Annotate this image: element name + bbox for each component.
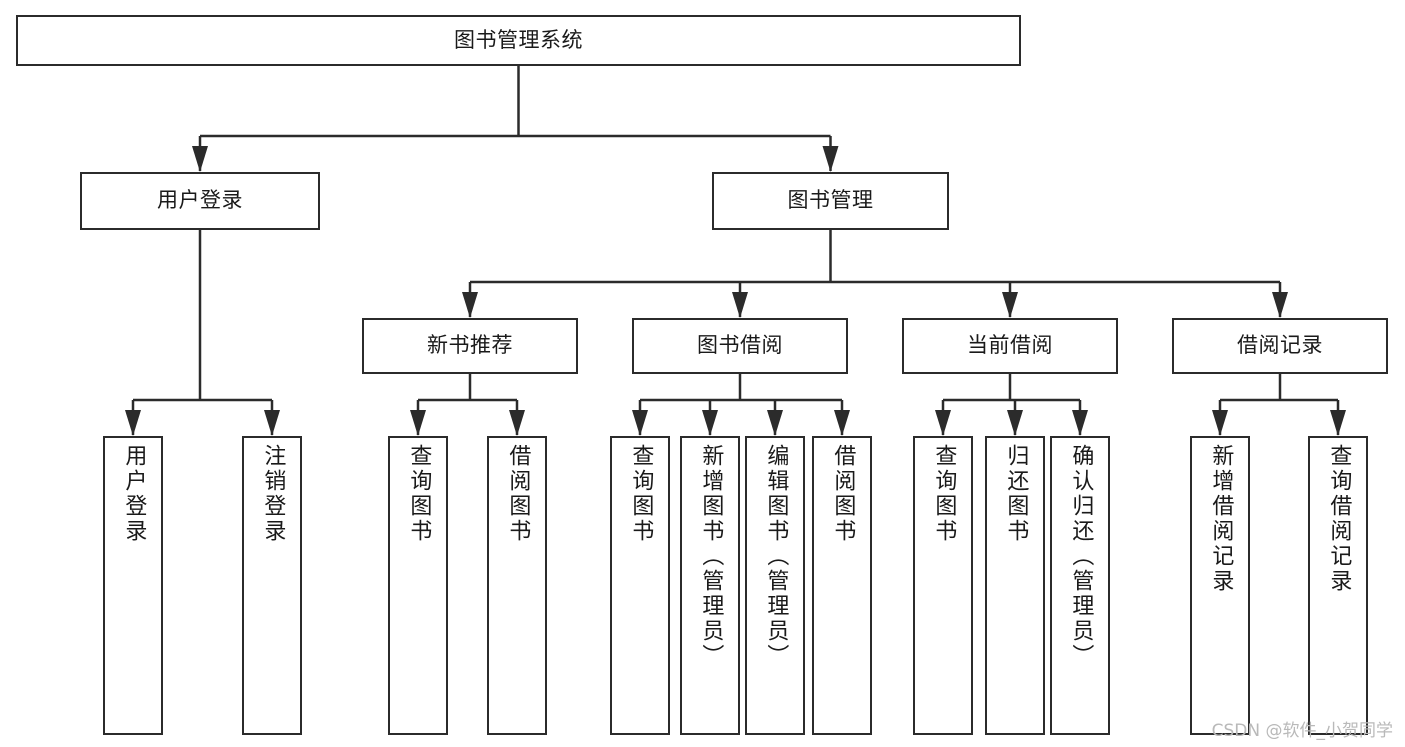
node-records[interactable]: 借阅记录 bbox=[1172, 318, 1388, 374]
node-bookmgmt[interactable]: 图书管理 bbox=[712, 172, 949, 230]
arrow-head-icon bbox=[702, 410, 718, 436]
arrow-head-icon bbox=[264, 410, 280, 436]
node-label: 新增借阅记录 bbox=[1208, 444, 1234, 594]
node-newbook[interactable]: 新书推荐 bbox=[362, 318, 578, 374]
node-label: 用户登录 bbox=[121, 444, 147, 544]
arrow-head-icon bbox=[1330, 410, 1346, 436]
node-l_b1[interactable]: 借阅图书 bbox=[487, 436, 547, 735]
arrow-head-icon bbox=[834, 410, 850, 436]
arrow-head-icon bbox=[1212, 410, 1228, 436]
node-l_q3[interactable]: 查询图书 bbox=[913, 436, 973, 735]
arrow-head-icon bbox=[410, 410, 426, 436]
node-label: 新增图书（管理员） bbox=[698, 444, 724, 669]
node-l_q2[interactable]: 查询图书 bbox=[610, 436, 670, 735]
node-l_q1[interactable]: 查询图书 bbox=[388, 436, 448, 735]
arrow-head-icon bbox=[125, 410, 141, 436]
node-l_b2[interactable]: 借阅图书 bbox=[812, 436, 872, 735]
arrow-head-icon bbox=[509, 410, 525, 436]
node-label: 查询图书 bbox=[406, 444, 432, 544]
node-l_ret[interactable]: 归还图书 bbox=[985, 436, 1045, 735]
node-l_addrec[interactable]: 新增借阅记录 bbox=[1190, 436, 1250, 735]
arrow-head-icon bbox=[1007, 410, 1023, 436]
node-label: 借阅记录 bbox=[1237, 333, 1323, 358]
arrow-head-icon bbox=[822, 146, 839, 172]
node-l_conf[interactable]: 确认归还（管理员） bbox=[1050, 436, 1110, 735]
node-label: 当前借阅 bbox=[967, 333, 1053, 358]
node-label: 注销登录 bbox=[260, 444, 286, 544]
arrow-head-icon bbox=[1072, 410, 1088, 436]
arrow-head-icon bbox=[935, 410, 951, 436]
arrow-head-icon bbox=[732, 292, 748, 318]
arrow-head-icon bbox=[632, 410, 648, 436]
arrow-head-icon bbox=[462, 292, 478, 318]
node-label: 用户登录 bbox=[157, 188, 243, 213]
node-label: 新书推荐 bbox=[427, 333, 513, 358]
node-label: 查询图书 bbox=[628, 444, 654, 544]
node-l_logout[interactable]: 注销登录 bbox=[242, 436, 302, 735]
node-borrow[interactable]: 图书借阅 bbox=[632, 318, 848, 374]
node-label: 图书管理系统 bbox=[454, 27, 583, 52]
node-label: 图书管理 bbox=[787, 188, 874, 213]
arrow-head-icon bbox=[767, 410, 783, 436]
node-label: 编辑图书（管理员） bbox=[763, 444, 789, 669]
node-label: 借阅图书 bbox=[505, 444, 531, 544]
node-l_login[interactable]: 用户登录 bbox=[103, 436, 163, 735]
arrow-head-icon bbox=[1002, 292, 1018, 318]
node-login[interactable]: 用户登录 bbox=[80, 172, 320, 230]
arrow-head-icon bbox=[192, 146, 208, 172]
node-label: 图书借阅 bbox=[697, 333, 783, 358]
node-label: 借阅图书 bbox=[830, 444, 856, 544]
node-current[interactable]: 当前借阅 bbox=[902, 318, 1118, 374]
node-l_add[interactable]: 新增图书（管理员） bbox=[680, 436, 740, 735]
watermark: CSDN @软件_小贺同学 bbox=[1211, 721, 1393, 741]
arrow-head-icon bbox=[1272, 292, 1288, 318]
node-root[interactable]: 图书管理系统 bbox=[16, 15, 1021, 66]
node-l_qrec[interactable]: 查询借阅记录 bbox=[1308, 436, 1368, 735]
node-label: 确认归还（管理员） bbox=[1068, 444, 1094, 669]
node-label: 归还图书 bbox=[1003, 444, 1029, 544]
node-l_edit[interactable]: 编辑图书（管理员） bbox=[745, 436, 805, 735]
node-label: 查询借阅记录 bbox=[1326, 444, 1352, 594]
node-label: 查询图书 bbox=[931, 444, 957, 544]
